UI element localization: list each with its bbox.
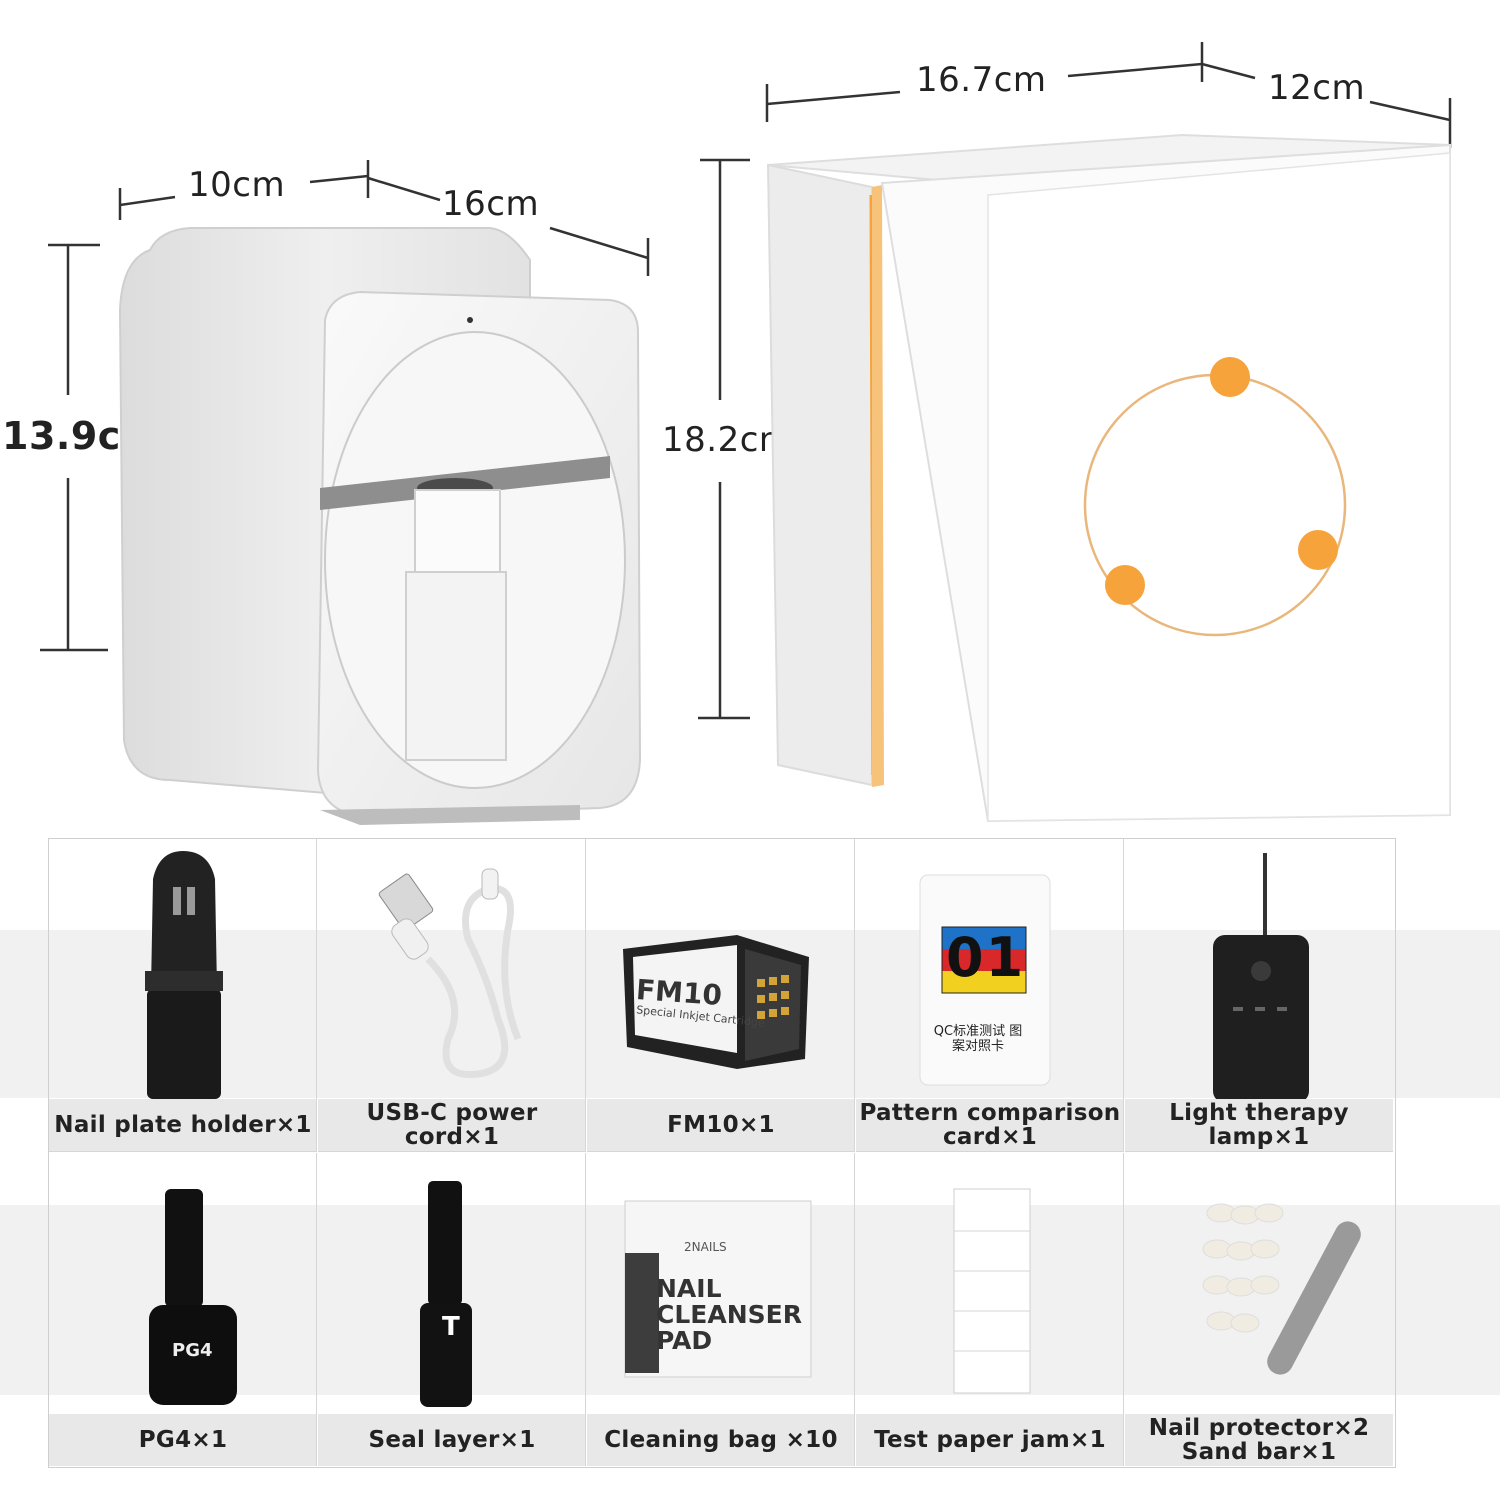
- item-nail-protector-sand-bar: Nail protector×2 Sand bar×1: [1125, 1153, 1393, 1466]
- item-label: Light therapy lamp×1: [1125, 1099, 1393, 1151]
- cleanser-pad-text: NAIL CLEANSER PAD: [656, 1274, 802, 1355]
- item-label: Test paper jam×1: [856, 1414, 1123, 1466]
- nail-plate-holder-icon: [145, 851, 223, 1099]
- seal-bottle-icon: [420, 1181, 472, 1407]
- item-nail-plate-holder: Nail plate holder×1: [49, 839, 317, 1152]
- test-paper-icon: [953, 1188, 1031, 1394]
- item-label: Nail protector×2 Sand bar×1: [1125, 1414, 1393, 1466]
- item-label: FM10×1: [587, 1099, 854, 1151]
- item-light-therapy-lamp: Light therapy lamp×1: [1125, 839, 1393, 1152]
- box-height-label: 18.2cm: [662, 420, 793, 460]
- item-label: Nail plate holder×1: [49, 1099, 316, 1151]
- item-pg4: PG4×1: [49, 1153, 317, 1466]
- cleanser-brand: 2NAILS: [684, 1240, 727, 1254]
- nail-protector-icon: [1202, 1203, 1361, 1375]
- box-depth-label: 12cm: [1268, 68, 1366, 108]
- item-fm10-cartridge: FM10×1: [587, 839, 855, 1152]
- dimension-lines: [40, 42, 1452, 720]
- item-seal-layer: Seal layer×1: [318, 1153, 586, 1466]
- item-usb-c-cord: USB-C power cord×1: [318, 839, 586, 1152]
- item-label: Cleaning bag ×10: [587, 1414, 854, 1466]
- seal-bottle-text: T: [442, 1312, 460, 1342]
- ink-cartridge-icon: [623, 935, 809, 1069]
- pattern-card-icon: [919, 874, 1051, 1086]
- usb-cable-icon: [378, 868, 522, 1079]
- item-label: Pattern comparison card×1: [856, 1099, 1123, 1151]
- nail-printer-image: [118, 227, 642, 825]
- accessories-grid: Nail plate holder×1 USB-C power cord×1 F…: [48, 838, 1396, 1468]
- item-label: USB-C power cord×1: [318, 1099, 585, 1151]
- item-cleaning-bag: Cleaning bag ×10: [587, 1153, 855, 1466]
- item-label: PG4×1: [49, 1414, 316, 1466]
- printer-depth-label: 16cm: [442, 184, 540, 224]
- item-pattern-card: Pattern comparison card×1: [856, 839, 1124, 1152]
- item-test-paper: Test paper jam×1: [856, 1153, 1124, 1466]
- item-label: Seal layer×1: [318, 1414, 585, 1466]
- cleanser-pad-icon: [624, 1200, 812, 1378]
- printer-width-label: 10cm: [188, 165, 286, 205]
- box-width-label: 16.7cm: [916, 60, 1047, 100]
- pg4-bottle-text: PG4: [172, 1340, 213, 1361]
- packaging-box-image: [766, 133, 1451, 823]
- uv-lamp-icon: [1213, 853, 1309, 1103]
- card-subtext: QC标准测试 图案对照卡: [933, 1024, 1023, 1054]
- pg4-bottle-icon: [149, 1189, 237, 1405]
- card-number: 01: [946, 926, 1026, 989]
